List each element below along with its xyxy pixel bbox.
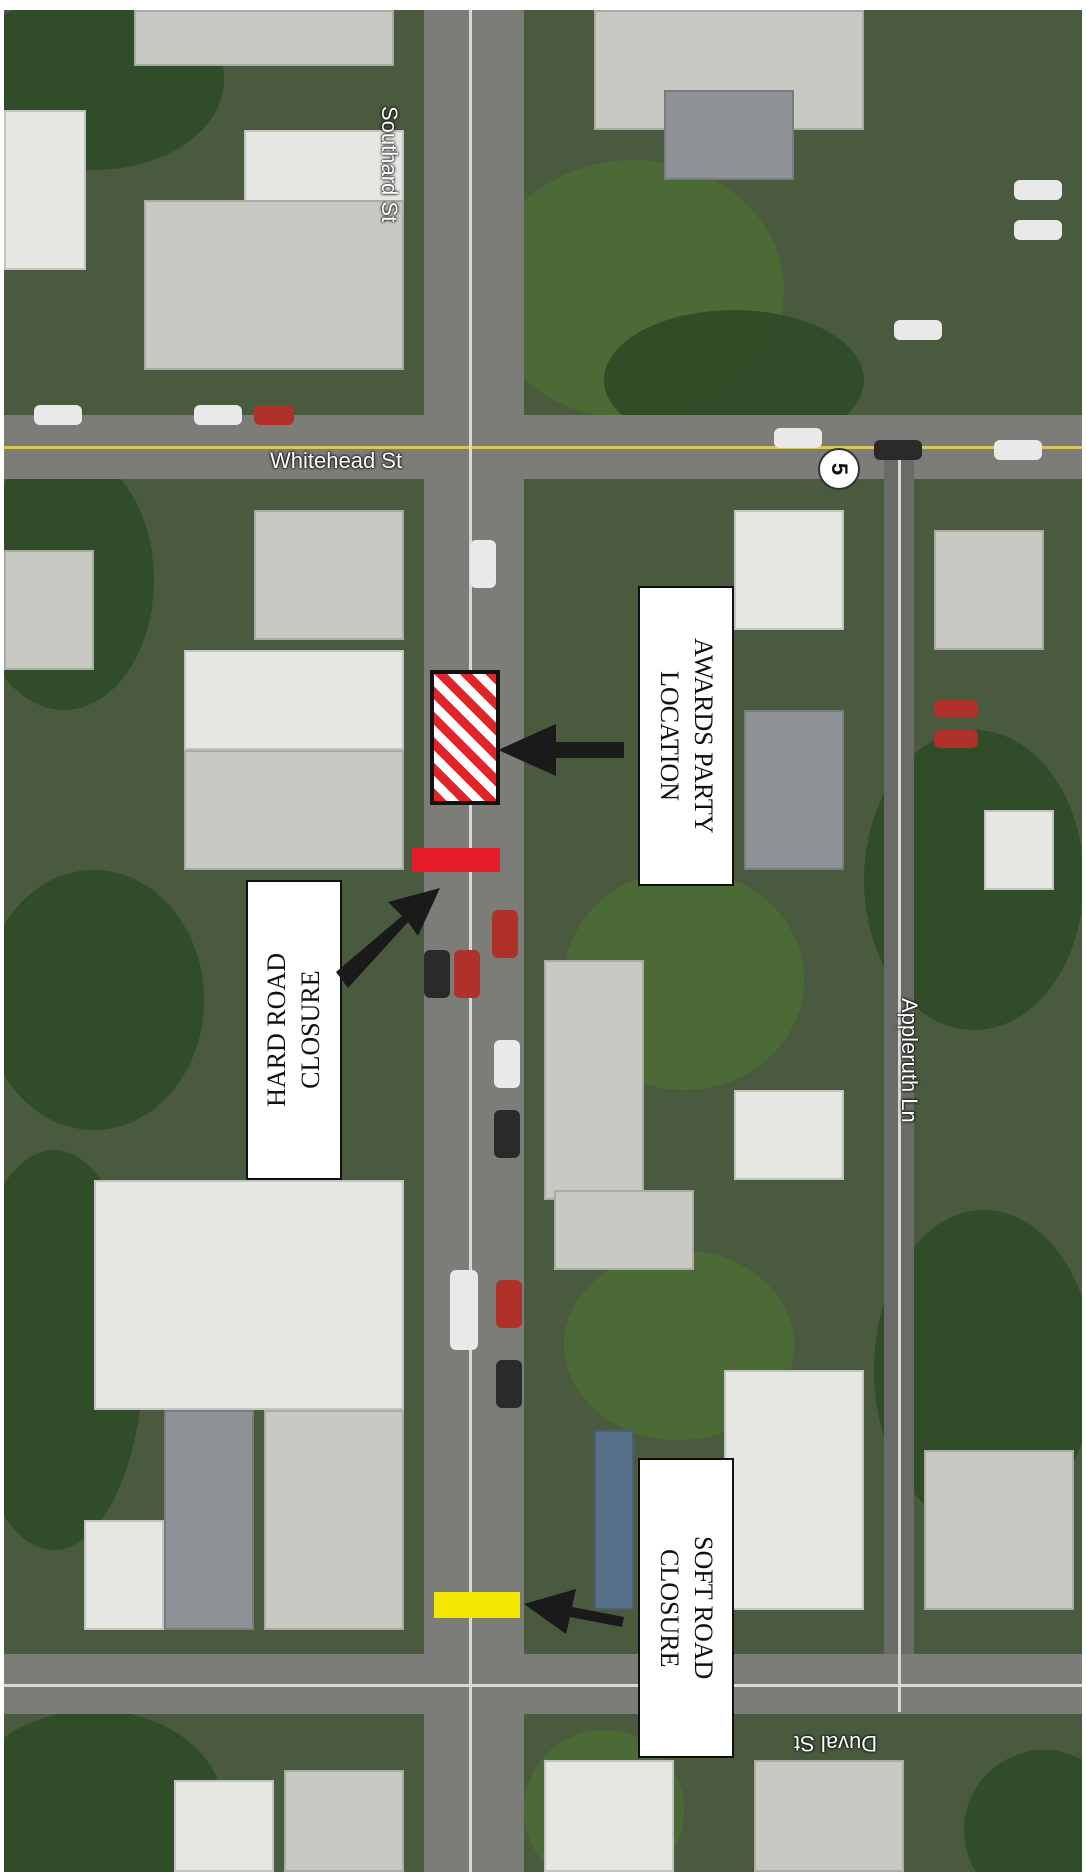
- parked-car: [492, 910, 518, 958]
- building: [664, 90, 794, 180]
- parked-car: [774, 428, 822, 448]
- parked-car: [874, 440, 922, 460]
- parked-car: [1014, 180, 1062, 200]
- building: [924, 1450, 1074, 1610]
- building: [254, 510, 404, 640]
- building: [144, 200, 404, 370]
- awards-party-callout: AWARDS PARTY LOCATION: [638, 586, 734, 886]
- parked-car: [424, 950, 450, 998]
- arrow-shape: [498, 724, 624, 776]
- building: [754, 1760, 904, 1872]
- parked-car: [194, 405, 242, 425]
- parked-car: [454, 950, 480, 998]
- parked-car: [494, 1110, 520, 1158]
- building: [184, 750, 404, 870]
- soft-closure-bar[interactable]: [434, 1592, 520, 1618]
- building: [244, 130, 404, 210]
- building: [734, 510, 844, 630]
- parked-car: [494, 1040, 520, 1088]
- parked-car: [450, 1270, 478, 1350]
- building: [84, 1520, 164, 1630]
- parked-car: [254, 405, 294, 425]
- building: [164, 1410, 254, 1630]
- parked-car: [894, 320, 942, 340]
- building: [724, 1370, 864, 1610]
- road-centerline: [4, 446, 1082, 449]
- callout-line: CLOSURE: [655, 1548, 684, 1668]
- parked-car: [34, 405, 82, 425]
- tree-canopy: [4, 870, 204, 1130]
- parked-car: [470, 540, 496, 588]
- building: [284, 1770, 404, 1872]
- building: [184, 650, 404, 750]
- callout-line: SOFT ROAD: [689, 1536, 718, 1680]
- callout-line: AWARDS PARTY: [689, 638, 718, 834]
- building: [134, 10, 394, 66]
- arrow-shape: [524, 1589, 624, 1634]
- street-label-whitehead: Whitehead St: [270, 448, 403, 473]
- aerial-map[interactable]: Southard St Whitehead St Appleruth Ln Du…: [4, 10, 1082, 1872]
- building: [4, 550, 94, 670]
- arrow-shape: [336, 888, 440, 988]
- road-centerline: [4, 1684, 1082, 1687]
- parked-car: [1014, 220, 1062, 240]
- parked-car: [934, 730, 978, 748]
- parked-car: [496, 1360, 522, 1408]
- road-centerline: [898, 450, 901, 1712]
- building: [554, 1190, 694, 1270]
- parked-car: [994, 440, 1042, 460]
- soft-closure-callout: SOFT ROAD CLOSURE: [638, 1458, 734, 1758]
- building: [264, 1410, 404, 1630]
- building: [744, 710, 844, 870]
- building: [594, 1430, 634, 1610]
- building: [984, 810, 1054, 890]
- awards-party-callout-text: AWARDS PARTY LOCATION: [652, 638, 720, 834]
- building: [94, 1180, 404, 1410]
- soft-closure-callout-text: SOFT ROAD CLOSURE: [652, 1536, 720, 1679]
- building: [544, 1760, 674, 1872]
- hard-closure-callout: HARD ROAD CLOSURE: [246, 880, 342, 1180]
- callout-line: LOCATION: [655, 671, 684, 801]
- parked-car: [496, 1280, 522, 1328]
- building: [544, 960, 644, 1200]
- awards-party-zone[interactable]: [430, 670, 500, 805]
- building: [4, 110, 86, 270]
- building: [174, 1780, 274, 1872]
- hard-closure-bar[interactable]: [412, 848, 500, 872]
- parked-car: [934, 700, 978, 718]
- road-centerline: [469, 10, 472, 1872]
- building: [734, 1090, 844, 1180]
- building: [934, 530, 1044, 650]
